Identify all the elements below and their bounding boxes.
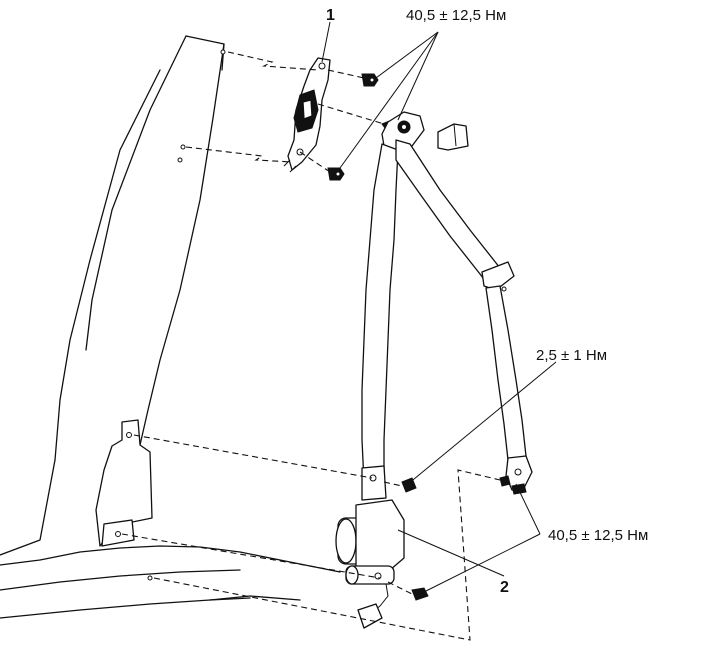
anchor-cover <box>437 123 469 151</box>
callout-part-1: 1 <box>326 7 335 24</box>
callout-part-2: 2 <box>500 579 509 596</box>
upper-bolts <box>327 73 397 181</box>
height-adjuster <box>283 57 331 173</box>
shoulder-anchor <box>381 111 425 153</box>
alignment-lines <box>121 51 501 641</box>
labels: 1 40,5 ± 12,5 Нм 2,5 ± 1 Нм 40,5 ± 12,5 … <box>326 7 648 596</box>
lower-bolts <box>401 475 511 601</box>
torque-label-top: 40,5 ± 12,5 Нм <box>406 7 506 24</box>
pillar-outline <box>0 35 341 619</box>
pillar-lower-bracket <box>95 419 153 547</box>
pillar-holes <box>147 49 226 581</box>
seat-belt-webbing <box>361 139 533 495</box>
torque-label-middle: 2,5 ± 1 Нм <box>536 347 607 364</box>
retractor <box>335 465 405 629</box>
leader-lines <box>321 21 557 595</box>
torque-label-bottom: 40,5 ± 12,5 Нм <box>548 527 648 544</box>
